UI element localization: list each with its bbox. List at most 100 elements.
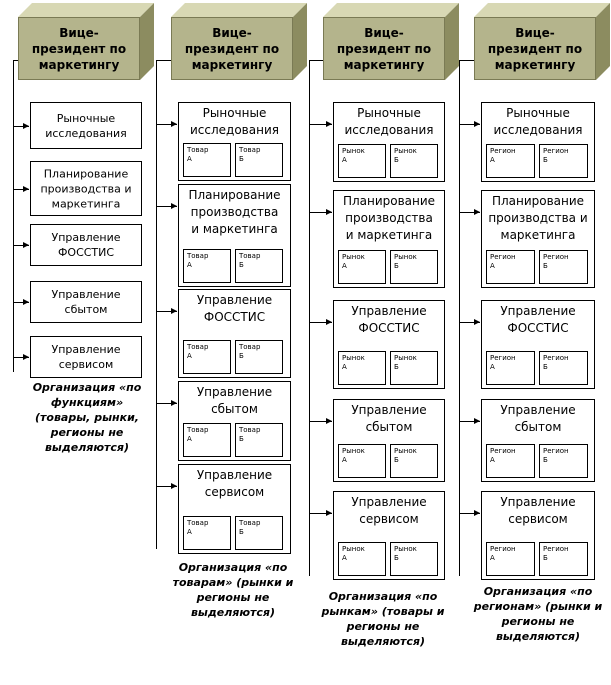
unit-label: Управление сбытом [51,288,121,316]
arrow-head [23,299,29,305]
header-top-face [474,3,610,17]
header-top-face [323,3,459,17]
sub-unit-box: Рынок Б [390,444,438,478]
unit-label: Управление ФОССТИС [196,293,273,324]
sub-unit-box: Рынок А [338,144,386,178]
arrow-head [474,510,480,516]
sub-unit-box: Товар А [183,516,231,550]
connector-line [13,245,29,246]
connector-line [309,322,332,323]
vp-marketing-header: Вице-президент по маркетингу [171,17,293,80]
connector-line [459,212,480,213]
arrow-head [23,242,29,248]
vp-marketing-header: Вице-президент по маркетингу [474,17,596,80]
sub-unit-box: Регион Б [539,351,588,385]
sub-unit-box: Рынок Б [390,351,438,385]
sub-unit-box: Рынок А [338,351,386,385]
connector-line [156,403,177,404]
unit-box-0-2: Управление ФОССТИС [30,224,142,266]
trunk-line [13,60,14,372]
vp-marketing-header: Вице-президент по маркетингу [18,17,140,80]
unit-label: Рыночные исследования [493,106,583,137]
connector-line [459,124,480,125]
unit-label: Управление сбытом [196,385,273,416]
sub-unit-box: Товар Б [235,340,283,374]
arrow-head [326,121,332,127]
sub-unit-box: Товар Б [235,423,283,457]
sub-unit-box: Рынок А [338,250,386,284]
header-top-face [18,3,154,17]
sub-unit-box: Товар А [183,423,231,457]
unit-label: Планирование производства и маркетинга [342,194,436,242]
column-caption: Организация «по рынкам» (товары и регион… [321,590,445,648]
sub-unit-box: Товар А [183,143,231,177]
trunk-line [459,60,460,576]
sub-unit-box: Регион Б [539,444,588,478]
connector-line [459,421,480,422]
header-side-face [596,3,610,80]
arrow-head [171,400,177,406]
arrow-head [326,209,332,215]
connector-line [459,322,480,323]
trunk-line [309,60,310,576]
sub-unit-box: Товар А [183,340,231,374]
unit-label: Управление сервисом [500,495,576,526]
connector-line [459,513,480,514]
sub-unit-box: Рынок Б [390,144,438,178]
unit-label: Планирование производства и маркетинга [40,167,132,210]
header-connector [156,60,171,61]
header-connector [459,60,474,61]
unit-label: Управление сбытом [351,403,427,434]
arrow-head [474,121,480,127]
arrow-head [474,418,480,424]
sub-unit-box: Регион А [486,444,535,478]
trunk-line [156,60,157,549]
header-top-face [171,3,307,17]
connector-line [13,357,29,358]
header-connector [309,60,323,61]
connector-line [156,206,177,207]
sub-unit-box: Рынок Б [390,542,438,576]
header-connector [13,60,18,61]
sub-unit-box: Регион Б [539,250,588,284]
vp-marketing-header: Вице-президент по маркетингу [323,17,445,80]
arrow-head [23,354,29,360]
unit-label: Рыночные исследования [190,106,279,137]
arrow-head [23,122,29,129]
sub-unit-box: Регион А [486,542,535,576]
unit-label: Управление сбытом [500,403,576,434]
column-caption: Организация «по товарам» (рынки и регион… [172,561,294,619]
arrow-head [171,121,177,127]
unit-label: Управление сервисом [351,495,427,526]
header-side-face [445,3,459,80]
arrow-head [171,483,177,489]
sub-unit-box: Регион Б [539,542,588,576]
connector-line [309,124,332,125]
arrow-head [326,319,332,325]
arrow-head [171,203,177,209]
connector-line [13,188,29,190]
arrow-head [326,418,332,424]
sub-unit-box: Товар А [183,249,231,283]
unit-label: Планирование производства и маркетинга [188,188,281,236]
unit-box-0-3: Управление сбытом [30,281,142,323]
connector-line [13,302,29,303]
unit-label: Управление ФОССТИС [51,231,121,259]
sub-unit-box: Рынок А [338,444,386,478]
connector-line [156,311,177,312]
unit-label: Управление ФОССТИС [500,304,576,335]
sub-unit-box: Регион А [486,250,535,284]
sub-unit-box: Рынок Б [390,250,438,284]
connector-line [309,513,332,514]
